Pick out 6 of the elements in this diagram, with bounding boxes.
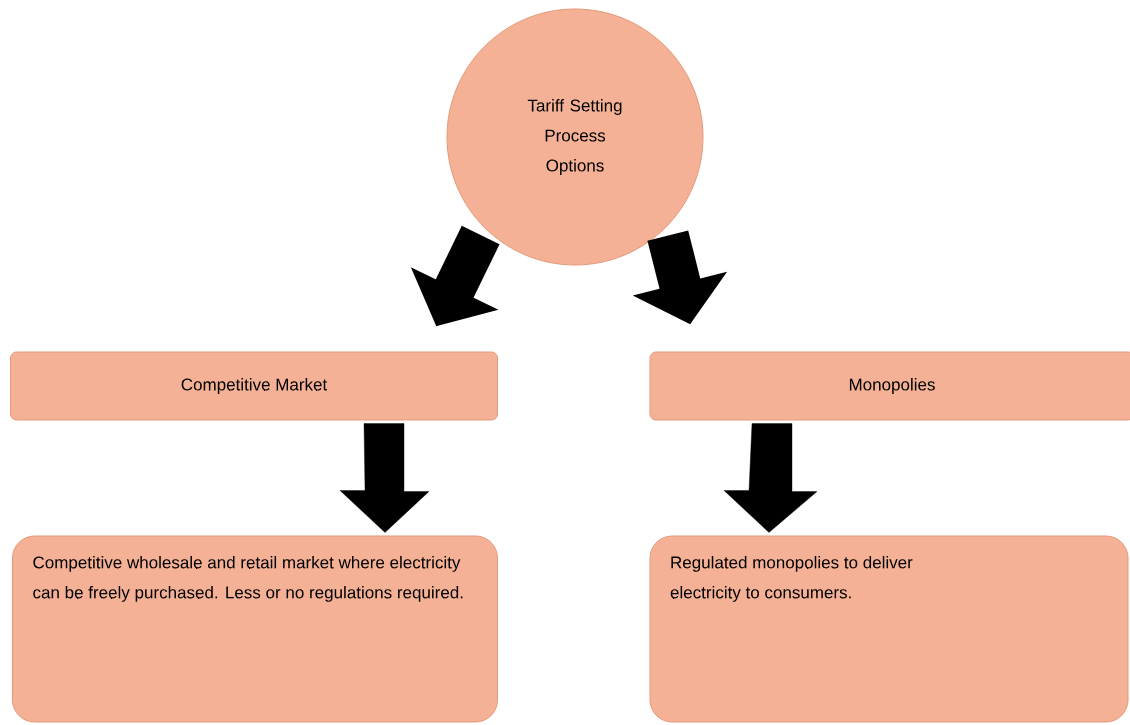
block-arrow (723, 423, 818, 533)
category-box: Monopolies (649, 351, 1130, 421)
block-arrow (339, 423, 430, 533)
description-box: Regulated monopolies to deliver electricity to consumers. (649, 535, 1129, 723)
description-box: Competitive wholesale and retail market where electricity can be freely purchased. Less or no regulations required. (12, 535, 498, 723)
category-box: Competitive Market (10, 351, 498, 421)
